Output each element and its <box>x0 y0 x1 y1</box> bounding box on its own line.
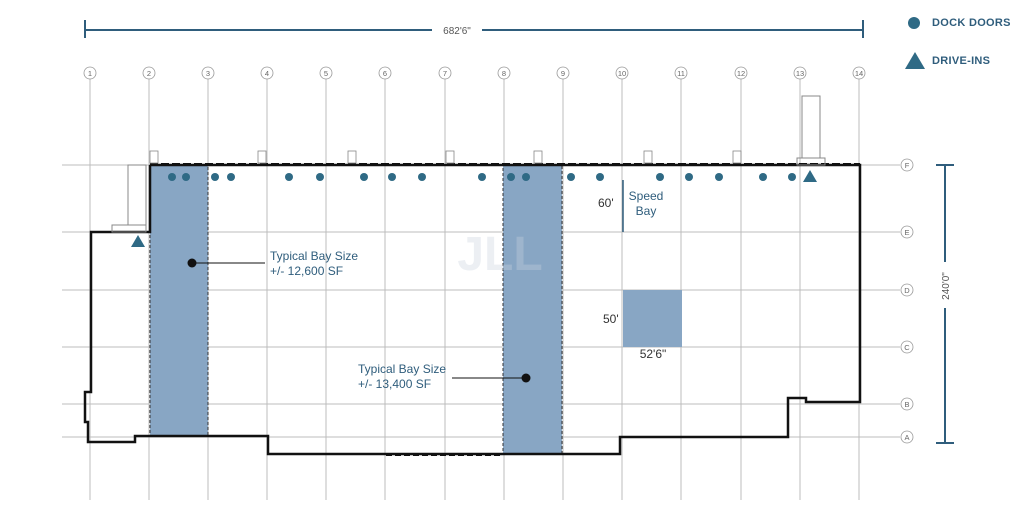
grid-bubble-col <box>438 66 452 80</box>
dock-door-marker <box>227 173 235 181</box>
grid-bubble-col <box>142 66 156 80</box>
speed-bay-depth-label: 60' <box>598 196 614 210</box>
grid-label-col: 12 <box>737 69 745 78</box>
speed-bay-label-line1: Speed <box>629 189 664 203</box>
dock-door-marker <box>522 173 530 181</box>
circle-icon <box>908 17 920 29</box>
grid-bubble-col <box>260 66 274 80</box>
grid-bubble-col <box>497 66 511 80</box>
stair-detail <box>445 150 455 164</box>
grid-label-col: 2 <box>147 69 151 78</box>
grid-label-col: 3 <box>206 69 210 78</box>
grid-bubble-col <box>556 66 570 80</box>
dock-door-marker <box>715 173 723 181</box>
stair-detail <box>643 150 653 164</box>
bay-size-center: +/- 13,400 SF <box>358 377 431 391</box>
grid-bubble-col <box>378 66 392 80</box>
dock-door-marker <box>360 173 368 181</box>
dock-door-marker <box>656 173 664 181</box>
grid-bubble-row <box>900 340 914 354</box>
bay-annotation-center: Typical Bay Size +/- 13,400 SF <box>358 362 531 391</box>
grid-bubble-col <box>201 66 215 80</box>
dock-door-marker <box>418 173 426 181</box>
grid-bubble-col <box>615 66 629 80</box>
grid-label-row: F <box>905 161 910 170</box>
grid-label-col: 13 <box>796 69 804 78</box>
overall-width-label: 682'6" <box>443 26 471 37</box>
watermark: JLL <box>457 228 542 281</box>
column-depth-label: 50' <box>603 312 619 326</box>
dock-door-marker <box>211 173 219 181</box>
grid-label-col: 5 <box>324 69 328 78</box>
dock-door-marker <box>478 173 486 181</box>
grid-label-col: 1 <box>88 69 92 78</box>
door-markers <box>131 170 817 247</box>
grid-label-row: D <box>904 286 910 295</box>
dock-door-marker <box>567 173 575 181</box>
grid-label-col: 14 <box>855 69 863 78</box>
stair-detail <box>533 150 543 164</box>
building-outline <box>83 95 862 456</box>
column-bay-sample <box>623 290 682 347</box>
dock-door-marker <box>388 173 396 181</box>
grid-label-col: 4 <box>265 69 269 78</box>
dock-door-marker <box>596 173 604 181</box>
dock-door-marker <box>285 173 293 181</box>
stair-detail <box>732 150 742 164</box>
bay-title-left: Typical Bay Size <box>270 249 358 263</box>
grid-label-row: A <box>904 433 909 442</box>
drive-in-marker <box>131 235 145 247</box>
dock-door-marker <box>507 173 515 181</box>
grid-label-col: 8 <box>502 69 506 78</box>
bay-annotation-left: Typical Bay Size +/- 12,600 SF <box>187 249 358 278</box>
grid-bubble-row <box>900 397 914 411</box>
grid-label-col: 7 <box>443 69 447 78</box>
grid-bubble-col <box>83 66 97 80</box>
triangle-icon <box>905 52 925 69</box>
grid-label-row: E <box>904 228 909 237</box>
stair-detail <box>347 150 357 164</box>
typical-bay-left <box>149 164 209 437</box>
legend-dock-doors-label: DOCK DOORS <box>932 17 1011 29</box>
typical-bay-center <box>502 164 563 455</box>
dock-door-marker <box>316 173 324 181</box>
grid-bubble-col <box>674 66 688 80</box>
exterior-stairs <box>149 150 742 164</box>
dock-door-marker <box>685 173 693 181</box>
dock-door-marker <box>759 173 767 181</box>
grid-label-col: 11 <box>677 69 685 78</box>
grid-bubble-row <box>900 158 914 172</box>
legend-drive-ins-label: DRIVE-INS <box>932 55 991 67</box>
grid-bubble-col <box>319 66 333 80</box>
grid-bubble-col <box>793 66 807 80</box>
bay-size-left: +/- 12,600 SF <box>270 264 343 278</box>
overall-depth-dimension: 240'0" <box>936 164 954 444</box>
dock-door-marker <box>168 173 176 181</box>
column-width-label: 52'6" <box>640 347 667 361</box>
grid-label-row: B <box>904 400 909 409</box>
dock-door-marker <box>182 173 190 181</box>
overall-depth-label: 240'0" <box>941 272 952 300</box>
dock-door-marker <box>788 173 796 181</box>
grid-label-col: 10 <box>618 69 626 78</box>
speed-bay-label-line2: Bay <box>636 204 657 218</box>
grid-bubble-row <box>900 225 914 239</box>
stair-detail <box>257 150 267 164</box>
grid-bubble-row <box>900 283 914 297</box>
bay-title-center: Typical Bay Size <box>358 362 446 376</box>
grid-bubble-col <box>852 66 866 80</box>
grid-label-row: C <box>904 343 910 352</box>
drive-in-marker <box>803 170 817 182</box>
grid-label-col: 9 <box>561 69 565 78</box>
overall-width-dimension: 682'6" <box>84 20 864 38</box>
stair-detail <box>149 150 159 164</box>
grid-bubble-row <box>900 430 914 444</box>
grid-bubble-col <box>734 66 748 80</box>
grid-label-col: 6 <box>383 69 387 78</box>
